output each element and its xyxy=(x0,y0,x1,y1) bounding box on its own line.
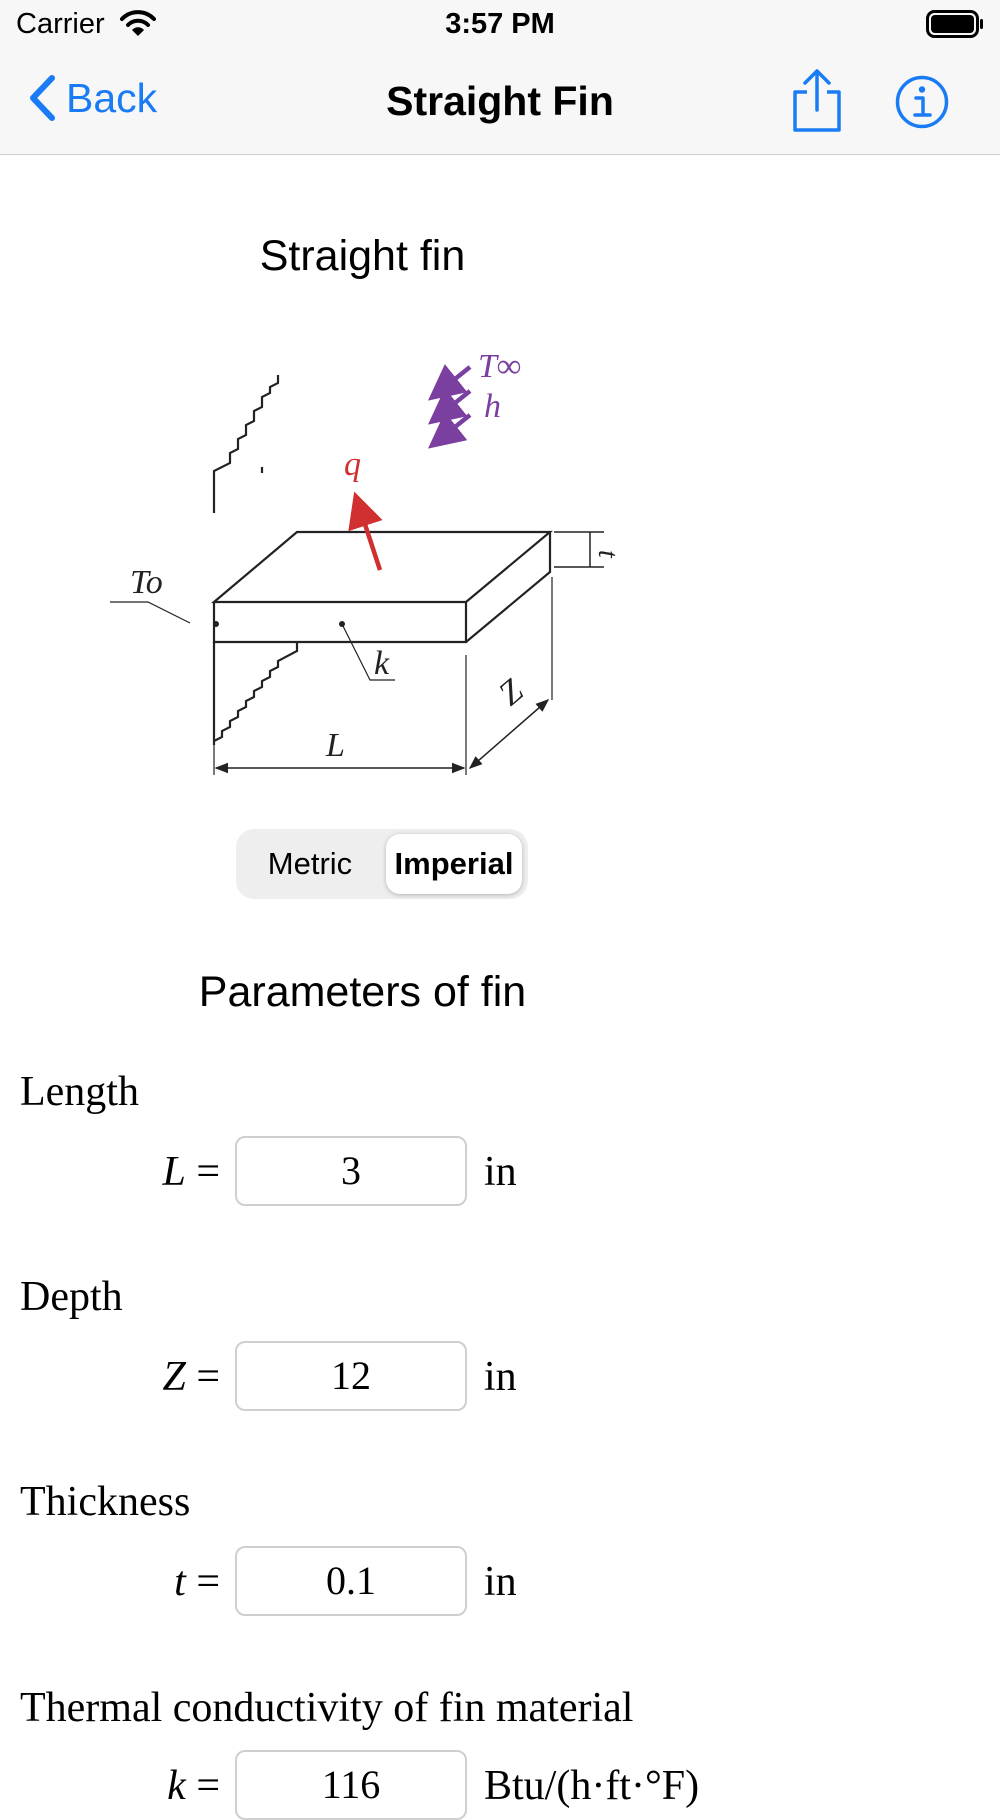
thickness-symbol-label: t = xyxy=(174,1559,220,1605)
label-h: h xyxy=(484,388,501,425)
status-bar: Carrier 3:57 PM xyxy=(0,0,1000,50)
length-section-label: Length xyxy=(20,1069,139,1115)
length-unit: in xyxy=(484,1149,517,1195)
diagram-title: Straight fin xyxy=(259,232,466,280)
thickness-unit: in xyxy=(484,1559,517,1605)
back-label: Back xyxy=(66,74,158,121)
heat-flux-arrow xyxy=(348,491,383,571)
info-icon xyxy=(895,75,949,129)
segment-imperial[interactable]: Imperial xyxy=(386,834,522,894)
fin-body xyxy=(110,375,604,775)
page-title: Straight Fin xyxy=(386,78,614,124)
navigation-bar: Back Straight Fin xyxy=(0,50,1000,155)
label-q: q xyxy=(344,446,361,483)
length-input[interactable]: 3 xyxy=(235,1136,467,1206)
segment-metric[interactable]: Metric xyxy=(267,846,353,881)
conductivity-unit: Btu/(h·ft·°F) xyxy=(484,1763,700,1809)
conductivity-section-label: Thermal conductivity of fin material xyxy=(20,1685,634,1731)
carrier-label: Carrier xyxy=(16,8,105,40)
parameters-heading: Parameters of fin xyxy=(198,968,527,1016)
depth-symbol-label: Z = xyxy=(162,1354,220,1400)
info-button[interactable] xyxy=(895,75,949,134)
depth-section-label: Depth xyxy=(20,1274,123,1320)
convection-arrows xyxy=(427,364,472,449)
length-symbol-label: L = xyxy=(162,1149,220,1195)
label-k: k xyxy=(374,645,390,682)
label-t: t xyxy=(592,550,623,559)
label-t-o: To xyxy=(130,564,163,601)
label-l: L xyxy=(325,727,345,764)
share-icon xyxy=(793,69,841,132)
battery-icon xyxy=(926,10,984,43)
thickness-section-label: Thickness xyxy=(20,1479,191,1525)
thickness-input[interactable]: 0.1 xyxy=(235,1546,467,1616)
depth-input[interactable]: 12 xyxy=(235,1341,467,1411)
fin-diagram: T∞ h q t To k L Z xyxy=(110,348,623,775)
depth-unit: in xyxy=(484,1354,517,1400)
wifi-icon xyxy=(120,9,156,42)
clock: 3:57 PM xyxy=(445,8,555,40)
label-t-inf: T∞ xyxy=(478,348,521,385)
back-button[interactable]: Back xyxy=(28,74,157,122)
share-button[interactable] xyxy=(790,68,844,139)
conductivity-symbol-label: k = xyxy=(167,1763,220,1809)
chevron-left-icon xyxy=(30,75,55,121)
units-segmented-control: Metric Imperial xyxy=(236,829,528,899)
label-z: Z xyxy=(492,672,531,713)
conductivity-input[interactable]: 116 xyxy=(235,1750,467,1820)
